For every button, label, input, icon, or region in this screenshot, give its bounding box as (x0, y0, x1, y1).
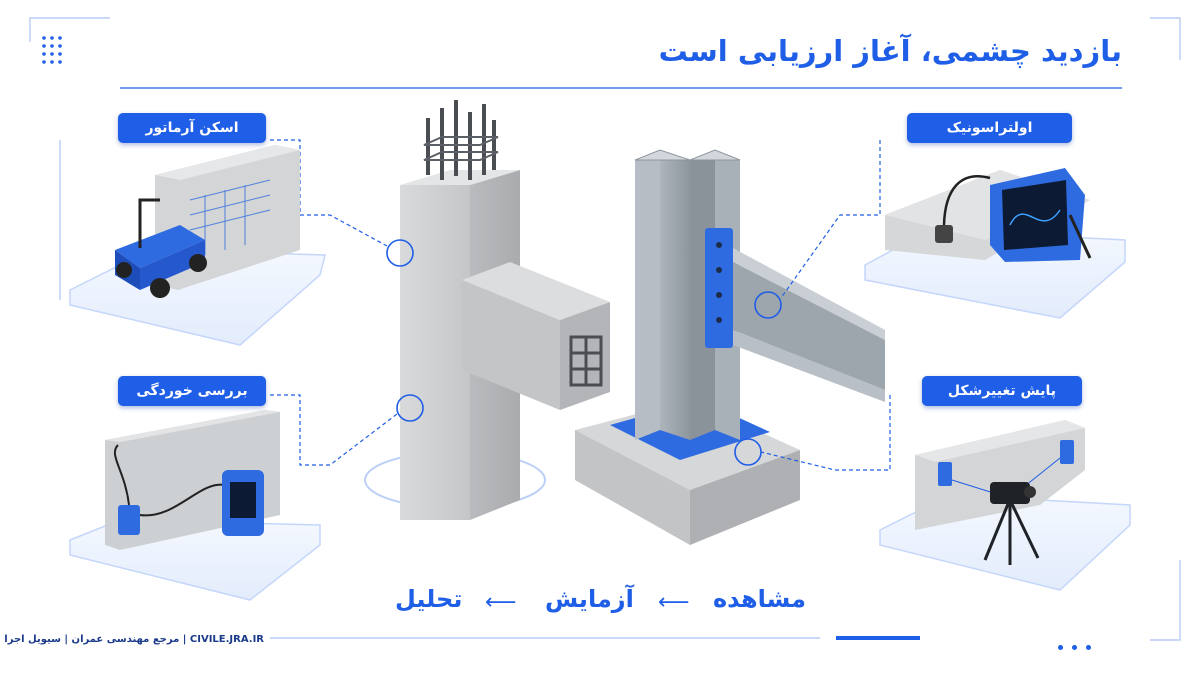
frame-lines (29, 17, 1181, 641)
label-rebar-scan: اسکن آرماتور (118, 113, 266, 143)
dot-grid-icon (42, 36, 62, 64)
label-ultrasonic: اولتراسونیک (907, 113, 1072, 143)
label-deformation: پایش تغییرشکل (922, 376, 1082, 406)
flow-step-observe: مشاهده (713, 585, 806, 613)
corrosion-card (69, 410, 321, 601)
flow-step-analyze: تحلیل (395, 585, 463, 613)
steel-column-illustration (575, 149, 885, 545)
label-corrosion: بررسی خوردگی (118, 376, 266, 406)
flow-step-test: آزمایش (545, 585, 634, 613)
footer-credit: CIVILE.JRA.IR | مرجع مهندسی عمران | سیوی… (4, 634, 264, 645)
concrete-column-illustration (364, 100, 610, 520)
accent-bar (836, 636, 920, 640)
flow-arrow-icon: ⟵ (658, 590, 690, 615)
ultrasonic-card (864, 168, 1126, 319)
rebar-scan-card (69, 145, 326, 346)
flow-arrow-icon: ⟵ (485, 590, 517, 615)
dots-icon (1058, 635, 1100, 654)
deformation-card (879, 420, 1131, 591)
page-title: بازدید چشمی، آغاز ارزیابی است (658, 34, 1122, 68)
